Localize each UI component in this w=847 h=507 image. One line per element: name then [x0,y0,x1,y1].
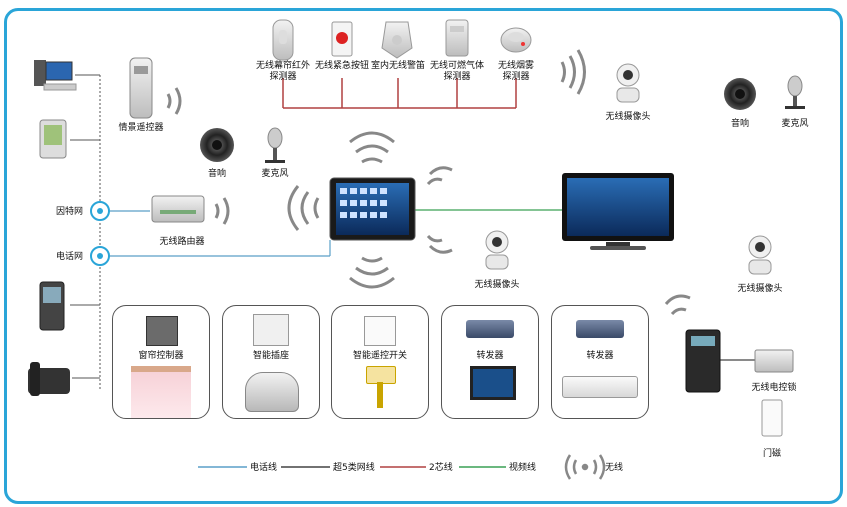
wireless-waves-detectors [560,49,586,95]
access-keypad [685,329,721,393]
central-control-panel [329,177,416,241]
legend: 电话线 超5类网线 2芯线 视频线 无线 [198,454,623,480]
door-sensor-label: 门磁 [763,447,781,459]
two-core-wiring [282,78,517,109]
speaker-right-label: 音响 [731,117,749,129]
card-smart-socket: 智能插座 [222,305,320,419]
detector-0-line1: 无线幕帘红外 [256,59,310,71]
legend-two-core: 2芯线 [429,461,453,473]
repeater-2-icon [576,320,624,338]
phone-net-label: 电话网 [56,250,83,262]
legend-video: 视频线 [509,461,536,473]
door-sensor [761,399,783,437]
internet-node [90,201,110,221]
rice-cooker-icon [245,372,299,412]
speaker-left [200,128,234,162]
wireless-router [151,195,205,223]
card-label-socket: 智能插座 [252,351,289,361]
emergency-button [331,21,353,57]
electric-lock [754,349,794,373]
router-label: 无线路由器 [159,235,204,247]
curtain-icon [131,366,191,418]
card-label-switch: 智能遥控开关 [352,351,407,361]
tablet-device [39,119,67,159]
wireless-waves-keypad [664,294,691,316]
camera-right-label: 无线摄像头 [737,282,782,294]
label-line: 探测器 [502,70,529,82]
camera-right [748,235,772,275]
wireless-waves-router [214,197,230,225]
label-line: 探测器 [269,70,296,82]
mic-right [785,75,805,109]
detector-label-0: 无线幕帘红外探测器 [256,59,310,82]
television [562,173,674,250]
wireless-waves-panel [287,131,453,289]
card-label-repeater-1: 转发器 [476,351,504,361]
curtain-ir-detector [272,19,294,61]
camera-top-label: 无线摄像头 [605,110,650,122]
indoor-siren [381,21,413,59]
mic-left-label: 麦克风 [261,167,288,179]
card-repeater-2: 转发器 [551,305,649,419]
smoke-detector [500,27,532,53]
legend-cat5: 超5类网线 [333,461,375,473]
detector-4-line1: 无线烟雾 [498,59,534,71]
legend-wireless: 无线 [605,461,623,473]
card-repeater-1: 转发器 [441,305,539,419]
scene-remote [129,57,153,119]
wireless-waves-remote [166,87,182,115]
smart-socket-icon [253,314,289,346]
mobile-phone [39,281,65,331]
detector-3-line1: 无线可燃气体 [430,59,484,71]
legend-wireless-icon [564,454,606,480]
curtain-controller-icon [146,316,178,346]
legend-phone-line: 电话线 [250,461,277,473]
card-label-repeater-2: 转发器 [586,351,614,361]
card-smart-remote-switch: 智能遥控开关 [331,305,429,419]
mic-left [265,127,285,163]
camera-center-label: 无线摄像头 [474,278,519,290]
detector-label-2: 室内无线警笛 [371,59,425,71]
lock-label: 无线电控锁 [751,381,796,393]
mic-right-label: 麦克风 [781,117,808,129]
gas-detector [445,19,469,57]
repeater-1-icon [466,320,514,338]
detector-label-3: 无线可燃气体探测器 [430,59,484,82]
label-line: 探测器 [443,70,470,82]
internet-label: 因特网 [56,205,83,217]
lamp-stand-icon [377,382,383,408]
monitor-icon [470,366,516,400]
camera-top [616,63,640,103]
camera-center [485,230,509,270]
card-label-curtain: 窗帘控制器 [138,351,184,361]
left-wiring [70,74,331,390]
scene-remote-label: 情景遥控器 [118,121,163,133]
card-curtain-controller: 窗帘控制器 [112,305,210,419]
desktop-computer [34,60,77,91]
speaker-left-label: 音响 [208,167,226,179]
speaker-right [724,78,756,110]
desk-telephone [28,362,70,396]
phone-net-node [90,246,110,266]
air-conditioner-icon [562,376,638,398]
remote-switch-icon [364,316,396,346]
detector-label-4: 无线烟雾探测器 [498,59,534,82]
detector-label-1: 无线紧急按钮 [315,59,369,71]
